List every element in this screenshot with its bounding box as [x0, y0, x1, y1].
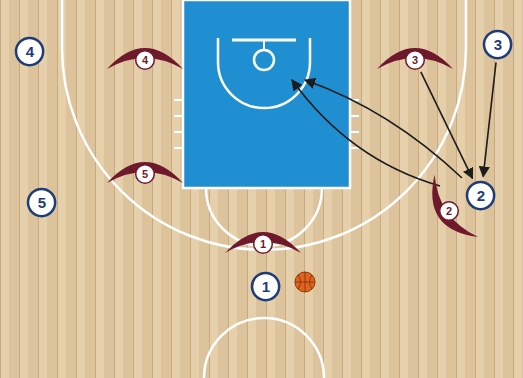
defender-crescent — [377, 48, 453, 69]
defender-circle — [440, 202, 459, 221]
offense-circle — [467, 182, 494, 209]
offense-player: 3 — [481, 28, 514, 61]
defender-player: 2 — [407, 169, 491, 253]
paint-area — [183, 0, 350, 188]
player-number: 5 — [142, 169, 148, 180]
defender-player: 3 — [373, 18, 457, 102]
offense-circle — [252, 273, 279, 300]
defender-player: 5 — [103, 132, 187, 216]
hoop — [254, 50, 274, 70]
player-number: 2 — [446, 206, 452, 217]
player-number: 3 — [412, 55, 418, 66]
offense-circle — [28, 189, 55, 216]
player-number: 4 — [26, 44, 34, 59]
cut-arrow — [292, 80, 440, 186]
defender-circle — [136, 165, 155, 184]
offense-player: 1 — [249, 270, 282, 303]
player-number: 1 — [260, 239, 266, 250]
player-number: 5 — [38, 195, 46, 210]
defender-crescent — [107, 48, 183, 69]
center-circle — [204, 318, 324, 378]
three-point-line — [62, 0, 466, 250]
defender-crescent — [107, 162, 183, 183]
player-number: 4 — [142, 55, 148, 66]
basketball — [295, 272, 315, 292]
cut-arrow — [305, 80, 462, 178]
offense-circle — [16, 38, 43, 65]
offense-circle — [484, 31, 511, 58]
defender-player: 4 — [103, 18, 187, 102]
offense-player: 5 — [25, 186, 58, 219]
movement-arrow — [421, 72, 473, 178]
defender-circle — [254, 235, 273, 254]
hoop-stem — [263, 40, 265, 50]
defender-crescent — [225, 232, 301, 253]
movement-arrow — [483, 62, 496, 176]
defender-circle — [406, 51, 425, 70]
defender-crescent — [417, 175, 478, 249]
defender-circle — [136, 51, 155, 70]
offense-player: 2 — [464, 179, 497, 212]
player-number: 3 — [494, 37, 502, 52]
player-number: 1 — [262, 279, 270, 294]
restricted-area — [218, 38, 310, 108]
offense-player: 4 — [13, 35, 46, 68]
player-number: 2 — [477, 188, 485, 203]
